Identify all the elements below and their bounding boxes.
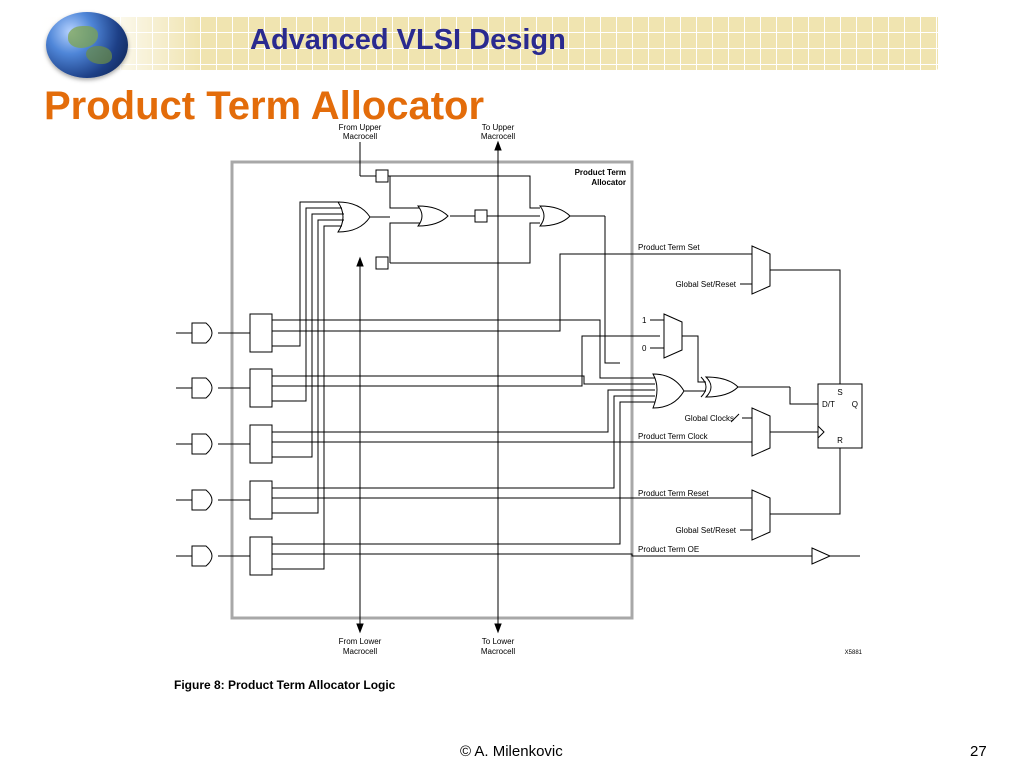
figure-id: X5881 (845, 650, 863, 656)
pt-oe-label: Product Term OE (638, 545, 699, 554)
product-term-row-4 (176, 480, 273, 520)
svg-text:Macrocell: Macrocell (481, 132, 515, 141)
figure-caption: Figure 8: Product Term Allocator Logic (174, 678, 396, 692)
pt-clock-label: Product Term Clock (638, 432, 709, 441)
set-mux (751, 245, 771, 295)
reset-mux (751, 489, 771, 541)
ff-q-label: Q (852, 400, 858, 409)
svg-text:Macrocell: Macrocell (343, 647, 377, 656)
ff-s-label: S (837, 388, 842, 397)
from-upper-route (360, 175, 420, 209)
global-clocks-label: Global Clocks (685, 414, 734, 423)
allocator-box (230, 160, 634, 620)
gsr-label-1: Global Set/Reset (676, 280, 737, 289)
course-title: Advanced VLSI Design (250, 24, 566, 56)
mux-zero-label: 0 (642, 344, 647, 353)
page-number: 27 (970, 743, 987, 760)
or-gate-3 (538, 205, 571, 227)
svg-text:Macrocell: Macrocell (481, 647, 515, 656)
svg-text:Allocator: Allocator (591, 178, 626, 187)
ff-r-label: R (837, 436, 843, 445)
header-banner (40, 16, 938, 70)
xor-gate (704, 376, 739, 398)
from-lower-label: From Lower (339, 637, 382, 646)
switch-box-middle (474, 209, 488, 223)
ff-dt-label: D/T (822, 400, 835, 409)
or-gate-2 (416, 205, 449, 227)
or-gate-1 (337, 201, 371, 233)
product-term-row-2 (176, 368, 273, 408)
clock-mux (751, 407, 771, 457)
slide-title: Product Term Allocator (44, 84, 485, 128)
from-upper-label: From Upper (339, 123, 382, 132)
allocator-title: Product Term (575, 168, 626, 177)
footer-author: © A. Milenkovic (460, 743, 563, 760)
pt-set-label: Product Term Set (638, 243, 700, 252)
switch-box-upper (375, 169, 389, 183)
to-lower-label: To Lower (482, 637, 515, 646)
product-term-row-5 (176, 536, 273, 576)
globe-icon (46, 12, 128, 78)
mux-one-label: 1 (642, 316, 647, 325)
product-term-row-1 (176, 313, 273, 353)
gsr-label-2: Global Set/Reset (676, 526, 737, 535)
switch-box-lower (375, 256, 389, 270)
pt-reset-label: Product Term Reset (638, 489, 709, 498)
flip-flop (817, 383, 863, 449)
polarity-mux (663, 313, 683, 359)
to-upper-label: To Upper (482, 123, 515, 132)
svg-text:Macrocell: Macrocell (343, 132, 377, 141)
product-term-allocator-diagram: From Upper Macrocell To Upper Macrocell … (176, 123, 863, 656)
oe-buffer (811, 547, 832, 565)
product-term-row-3 (176, 424, 273, 464)
or-gate-4 (652, 373, 685, 409)
